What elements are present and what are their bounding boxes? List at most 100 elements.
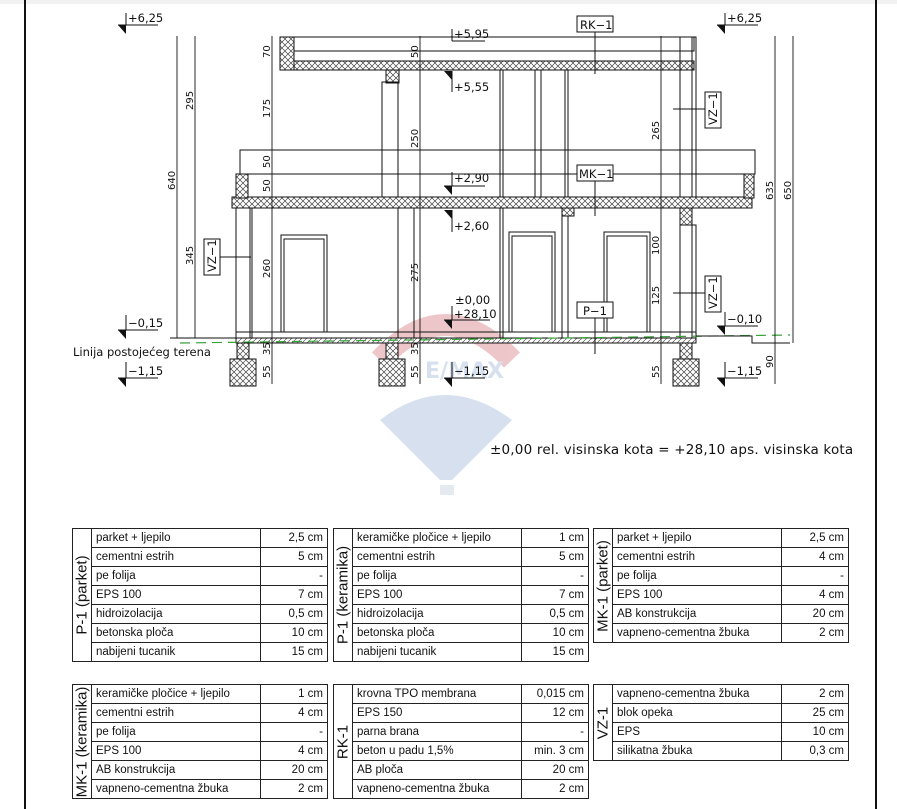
table-row: parna brana- <box>334 722 589 742</box>
table-row: pe folija- <box>594 566 849 586</box>
table-row: MK-1 (keramika)keramičke pločice + ljepi… <box>72 684 328 799</box>
spec-table-p1-keramika: P-1 (keramika)keramičke pločice + ljepil… <box>333 528 589 662</box>
tag-vz1-right-upper: VZ−1 <box>673 91 722 129</box>
dim-650: 650 <box>783 181 794 200</box>
tag-p1: P−1 <box>576 301 614 354</box>
svg-text:−0,10: −0,10 <box>727 312 762 326</box>
dim: 125 <box>651 286 662 305</box>
svg-text:+2,90: +2,90 <box>454 171 489 185</box>
svg-text:MK−1: MK−1 <box>579 167 613 181</box>
dim-345: 345 <box>185 246 196 265</box>
svg-text:+2,60: +2,60 <box>454 219 489 233</box>
table-row: pe folija- <box>73 566 328 586</box>
svg-text:+6,25: +6,25 <box>727 11 762 25</box>
table-row: P-1 (keramika)keramičke pločice + ljepil… <box>333 528 589 662</box>
dim-90: 90 <box>765 355 776 368</box>
dim: 55 <box>651 365 662 378</box>
svg-text:VZ−1: VZ−1 <box>706 92 720 125</box>
dim: 100 <box>651 236 662 255</box>
tags: RK−1 MK−1 P−1 VZ−1 VZ−1 VZ−1 <box>203 15 722 354</box>
table-row: pe folija- <box>334 566 589 586</box>
dim: 50 <box>262 179 273 192</box>
svg-text:±0,00: ±0,00 <box>455 293 490 307</box>
svg-text:+5,95: +5,95 <box>454 27 489 41</box>
svg-text:−1,15: −1,15 <box>454 364 489 378</box>
elevation-mark-right-terrain: −0,10 <box>717 312 762 335</box>
elevation-mark-floor1-top: +2,90 <box>444 171 489 195</box>
svg-text:+6,25: +6,25 <box>128 11 163 25</box>
dimension-lines <box>176 36 794 384</box>
table-row: pe folija- <box>73 722 328 742</box>
svg-text:RK−1: RK−1 <box>580 18 612 32</box>
elevation-mark-floor1-bottom: +2,60 <box>444 210 489 233</box>
dim: 260 <box>262 259 273 278</box>
dim-640: 640 <box>167 171 178 190</box>
elevation-mark-left-foundation: −1,15 <box>118 362 163 387</box>
dim: 35 <box>262 342 273 355</box>
tag-rk1: RK−1 <box>576 15 614 74</box>
elevation-marks: +6,25 +6,25 +5,95 +5,55 +2,90 +2,60 ±0,0… <box>118 11 762 387</box>
terrain-line-label: Linija postojećeg terena <box>73 345 211 359</box>
svg-text:E/MAX: E/MAX <box>425 359 504 384</box>
table-code: MK-1 (keramika) <box>72 684 92 799</box>
svg-text:−1,15: −1,15 <box>128 364 163 378</box>
frame-border-right <box>875 0 877 809</box>
table-code: P-1 (keramika) <box>333 528 353 662</box>
dim: 70 <box>262 45 273 58</box>
dim: 250 <box>410 129 421 148</box>
dim: 265 <box>651 121 662 140</box>
dim: 55 <box>410 365 421 378</box>
dim: 55 <box>262 365 273 378</box>
dim: 175 <box>262 99 273 118</box>
spec-table-mk1-keramika: MK-1 (keramika)keramičke pločice + ljepi… <box>72 684 328 799</box>
foundations <box>229 342 700 387</box>
dim: 50 <box>410 45 421 58</box>
svg-text:−1,15: −1,15 <box>727 364 762 378</box>
svg-text:VZ−1: VZ−1 <box>205 239 219 272</box>
elevation-reference-note: ±0,00 rel. visinska kota = +28,10 aps. v… <box>490 442 854 458</box>
frame-border-left <box>24 0 26 809</box>
table-code: MK-1 (parket) <box>593 528 613 643</box>
ground-slab-p1 <box>170 331 791 344</box>
dimension-labels: 640 295 345 70 175 50 50 260 35 55 50 25… <box>167 45 794 378</box>
svg-text:P−1: P−1 <box>583 304 607 318</box>
dim: 50 <box>262 155 273 168</box>
svg-text:+5,55: +5,55 <box>454 80 489 94</box>
building-section-drawing: E/MAX <box>73 11 794 495</box>
table-code: P-1 (parket) <box>72 528 92 662</box>
dim-295: 295 <box>185 91 196 110</box>
svg-text:+28,10: +28,10 <box>454 307 497 321</box>
table-code: VZ-1 <box>593 684 613 761</box>
svg-text:VZ−1: VZ−1 <box>706 276 720 309</box>
svg-text:−0,15: −0,15 <box>128 316 163 330</box>
table-code: RK-1 <box>333 684 353 799</box>
